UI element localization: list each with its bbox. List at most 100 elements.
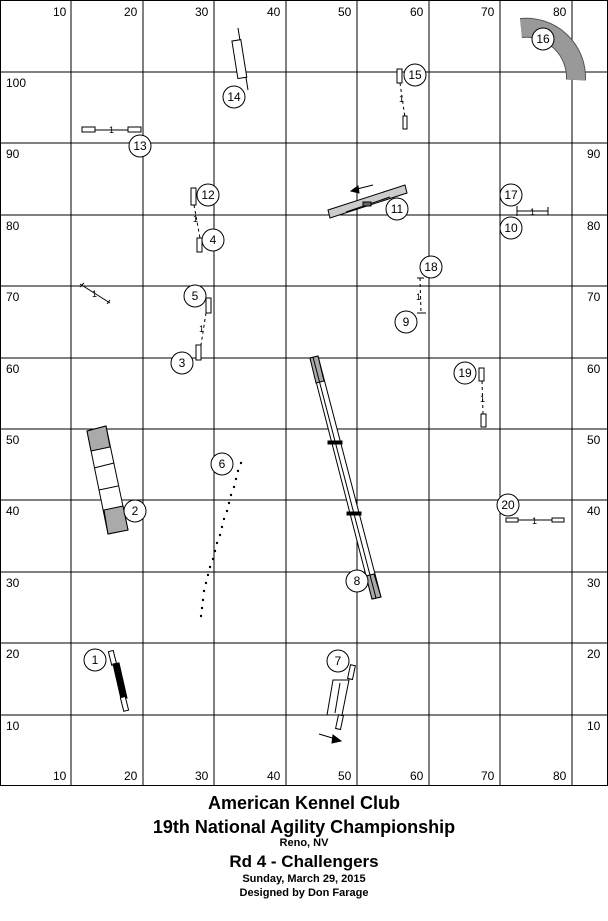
number-19: 19 — [453, 361, 477, 385]
number-2-label: 2 — [132, 504, 139, 518]
svg-text:1: 1 — [530, 207, 535, 217]
top-label: 20 — [124, 5, 138, 19]
number-20-label: 20 — [501, 498, 515, 512]
left-label: 80 — [6, 219, 20, 233]
number-10: 10 — [499, 216, 523, 240]
number-18-label: 18 — [424, 260, 438, 274]
right-label: 10 — [587, 719, 601, 733]
top-label: 70 — [481, 5, 495, 19]
jump-15: 1 — [396, 68, 408, 130]
course-footer: American Kennel Club 19th National Agili… — [0, 786, 608, 899]
left-label: 50 — [6, 433, 20, 447]
svg-text:1: 1 — [480, 394, 485, 404]
right-label: 90 — [587, 147, 601, 161]
club-name: American Kennel Club — [207, 793, 401, 813]
jump-17-10: 1 — [516, 206, 549, 217]
number-17: 17 — [499, 183, 523, 207]
number-1: 1 — [83, 648, 107, 672]
svg-text:1: 1 — [92, 289, 97, 299]
bottom-label: 10 — [53, 769, 67, 783]
obstacle-numbers: 1 2 3 4 5 6 7 8 9 10 11 12 13 14 15 16 1… — [83, 27, 555, 673]
number-6-label: 6 — [219, 457, 226, 471]
number-15-label: 15 — [408, 68, 422, 82]
number-14-label: 14 — [227, 90, 241, 104]
left-label: 70 — [6, 290, 20, 304]
bottom-label: 80 — [553, 769, 567, 783]
right-label: 70 — [587, 290, 601, 304]
svg-text:1: 1 — [532, 516, 537, 526]
bottom-label: 70 — [481, 769, 495, 783]
axis-labels-top: 10 20 30 40 50 60 70 80 — [53, 5, 567, 19]
jump-diagonal: 1 — [79, 282, 111, 305]
right-label: 20 — [587, 647, 601, 661]
number-12-label: 12 — [201, 188, 215, 202]
number-18: 18 — [419, 255, 443, 279]
bottom-label: 20 — [124, 769, 138, 783]
bottom-label: 30 — [195, 769, 209, 783]
svg-text:1: 1 — [199, 324, 204, 334]
bottom-label: 60 — [410, 769, 424, 783]
number-14: 14 — [222, 85, 246, 109]
panel-7 — [318, 664, 356, 744]
number-7-label: 7 — [335, 654, 342, 668]
left-label: 10 — [6, 719, 20, 733]
number-3-label: 3 — [179, 356, 186, 370]
number-19-label: 19 — [458, 366, 472, 380]
number-8-label: 8 — [354, 574, 361, 588]
jump-18-9: 1 — [416, 277, 426, 314]
jump-14 — [231, 27, 249, 91]
number-12: 12 — [196, 183, 220, 207]
number-10-label: 10 — [504, 221, 518, 235]
axis-labels-bottom: 10 20 30 40 50 60 70 80 — [53, 769, 567, 783]
number-11: 11 — [385, 197, 409, 221]
top-label: 50 — [338, 5, 352, 19]
designer-credit: Designed by Don Farage — [239, 887, 369, 899]
top-label: 80 — [553, 5, 567, 19]
left-label: 90 — [6, 147, 20, 161]
aframe-2 — [86, 425, 129, 535]
left-label: 20 — [6, 647, 20, 661]
top-label: 40 — [267, 5, 281, 19]
number-6: 6 — [210, 452, 234, 476]
jump-19: 1 — [478, 367, 487, 428]
top-label: 60 — [410, 5, 424, 19]
right-label: 40 — [587, 504, 601, 518]
jump-1 — [107, 649, 130, 712]
round-title: Rd 4 - Challengers — [229, 852, 379, 871]
top-label: 10 — [53, 5, 67, 19]
jump-20: 1 — [505, 516, 565, 526]
number-4: 4 — [201, 228, 225, 252]
right-label: 60 — [587, 362, 601, 376]
number-16-label: 16 — [536, 32, 550, 46]
bottom-label: 40 — [267, 769, 281, 783]
number-1-label: 1 — [92, 653, 99, 667]
top-label: 30 — [195, 5, 209, 19]
number-7: 7 — [326, 649, 350, 673]
number-13: 13 — [128, 134, 152, 158]
event-title: 19th National Agility Championship — [152, 817, 456, 837]
number-2: 2 — [123, 499, 147, 523]
right-label: 80 — [587, 219, 601, 233]
right-label: 30 — [587, 576, 601, 590]
svg-text:1: 1 — [109, 125, 114, 135]
svg-text:1: 1 — [193, 214, 198, 224]
jump-12-4: 1 — [190, 187, 203, 253]
number-4-label: 4 — [210, 233, 217, 247]
number-16: 16 — [531, 27, 555, 51]
weave-poles-6 — [199, 461, 243, 618]
right-label: 50 — [587, 433, 601, 447]
number-8: 8 — [345, 569, 369, 593]
bottom-label: 50 — [338, 769, 352, 783]
left-label: 40 — [6, 504, 20, 518]
axis-labels-right: 90 80 70 60 50 40 30 20 10 — [587, 147, 601, 733]
number-9-label: 9 — [403, 315, 410, 329]
jump-5-3: 1 — [195, 297, 212, 361]
number-17-label: 17 — [504, 188, 518, 202]
event-date: Sunday, March 29, 2015 — [242, 873, 366, 885]
left-label: 60 — [6, 362, 20, 376]
course-map: 10 20 30 40 50 60 70 80 10 20 30 40 50 6… — [0, 0, 608, 786]
number-3: 3 — [170, 351, 194, 375]
dogwalk-8 — [309, 355, 382, 600]
svg-text:1: 1 — [399, 94, 404, 104]
jump-13: 1 — [81, 125, 142, 135]
